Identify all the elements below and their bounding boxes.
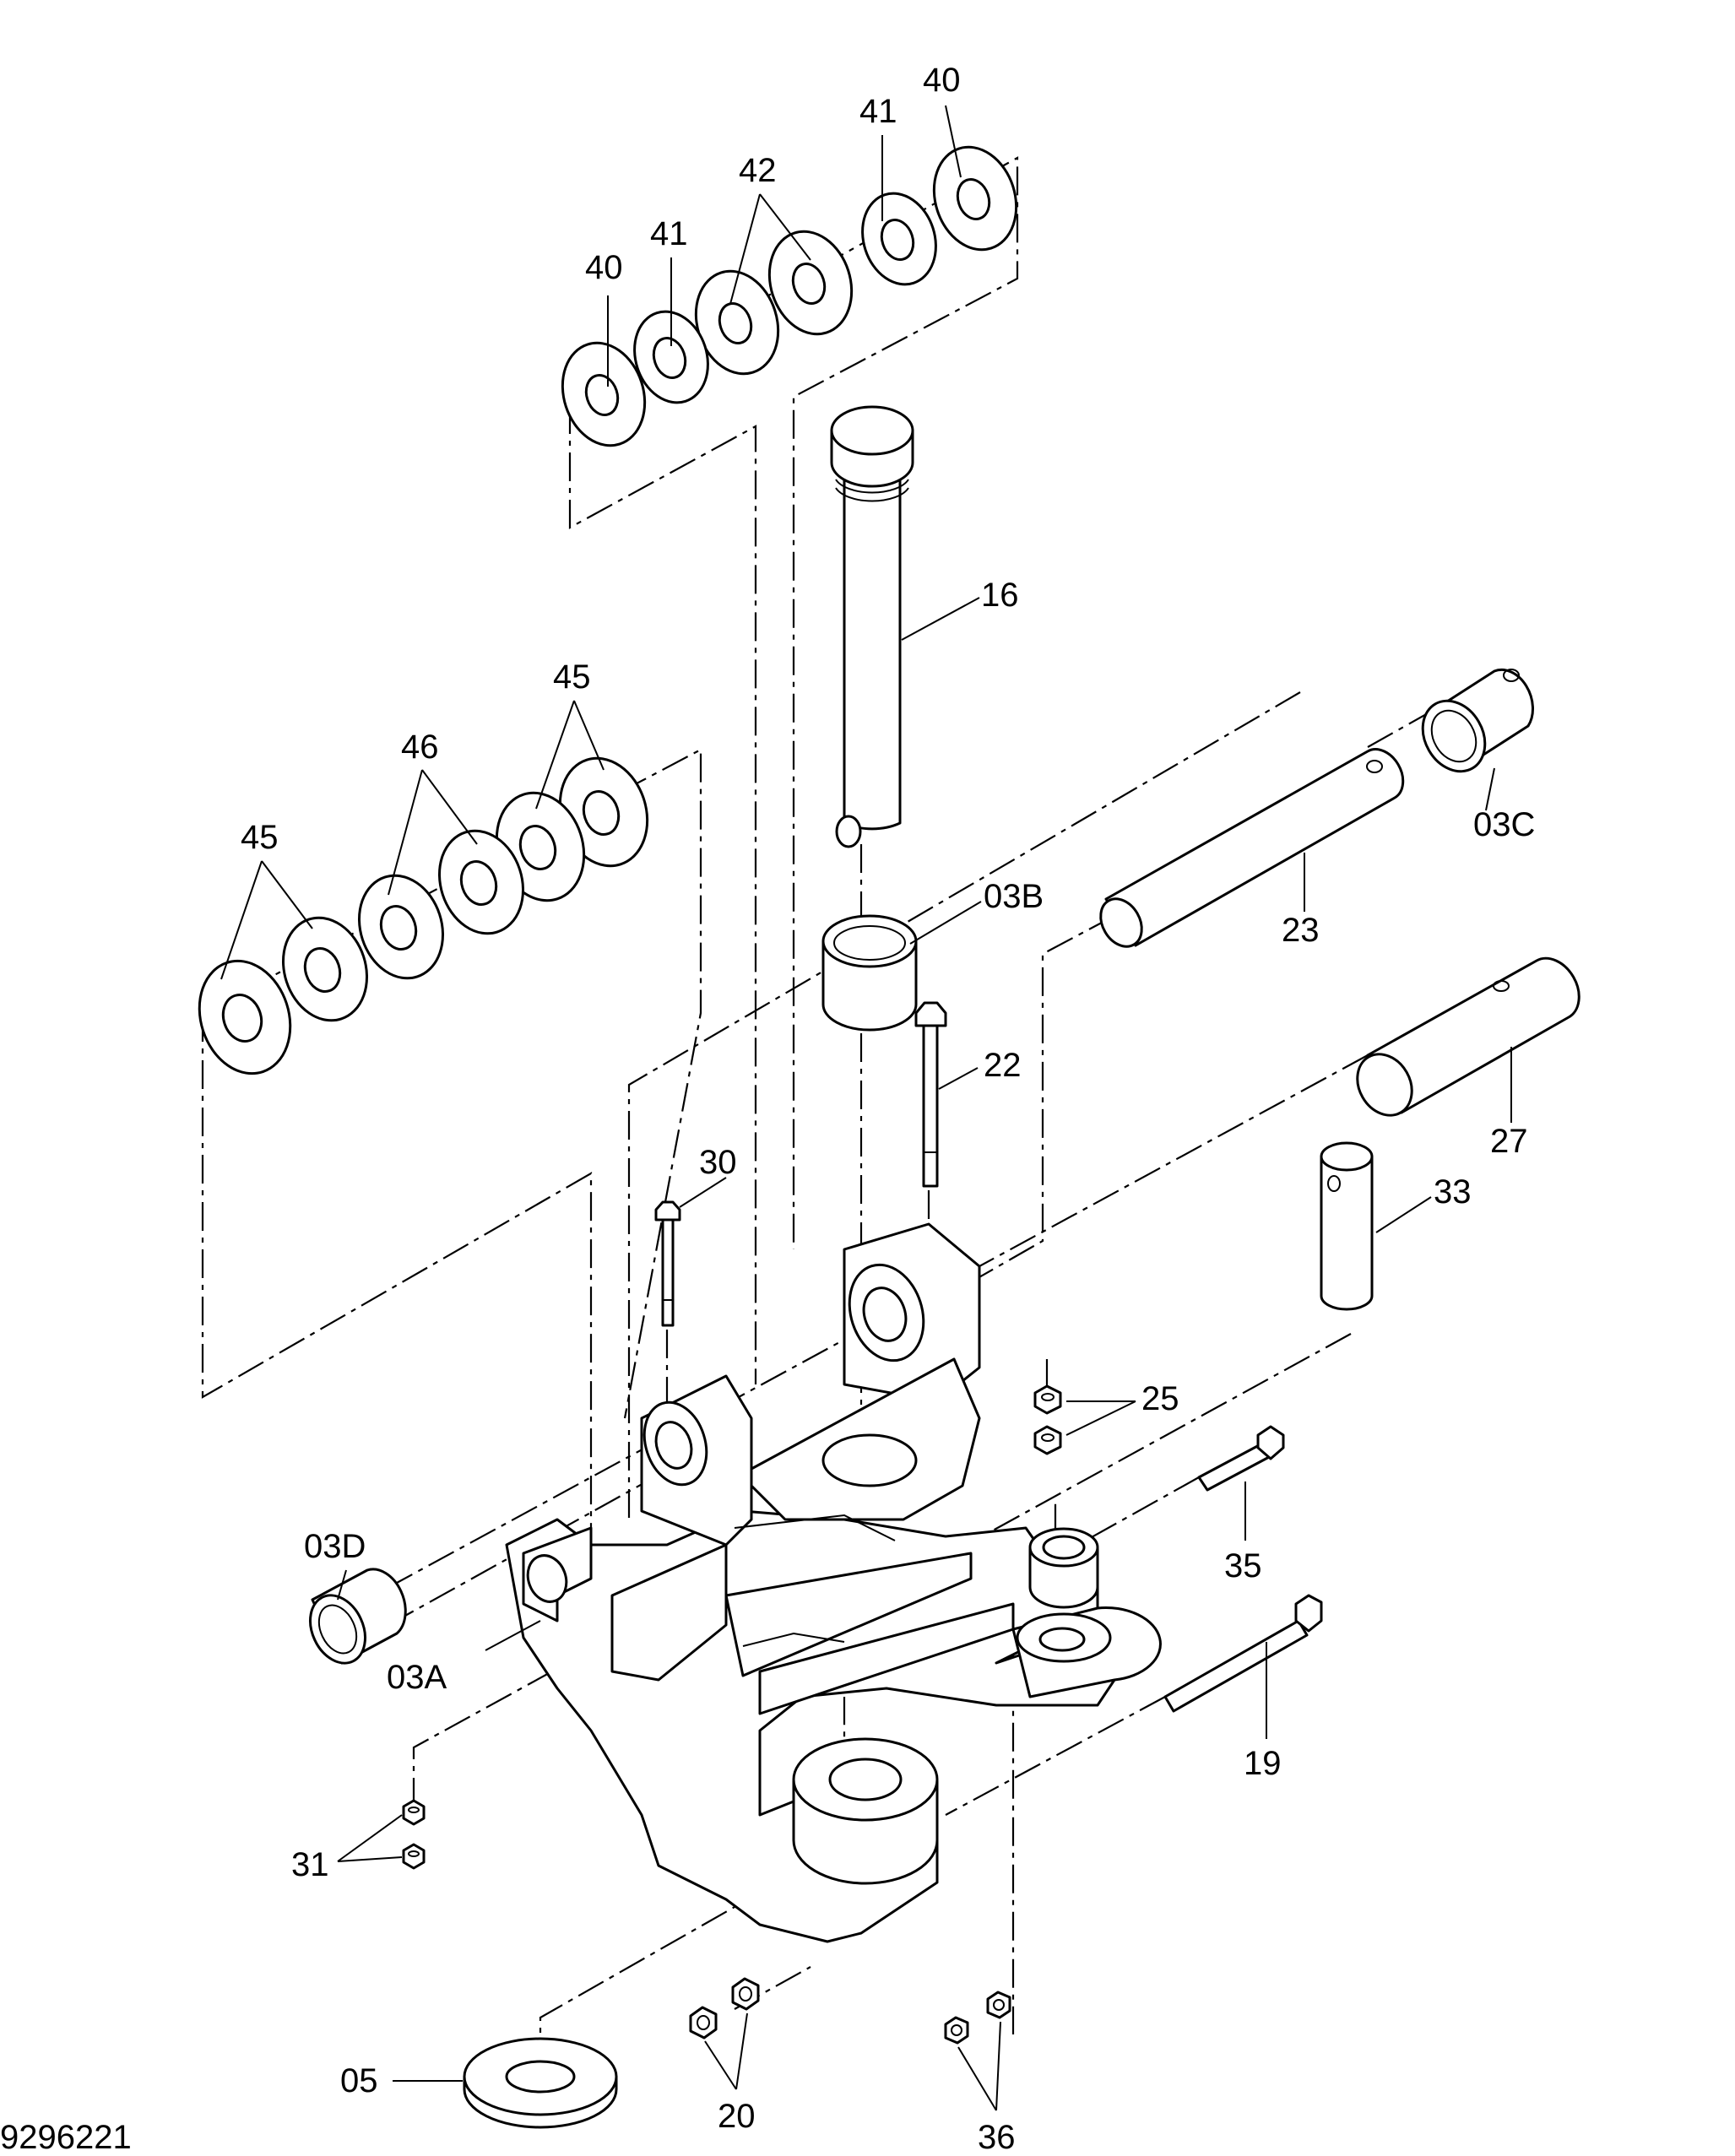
bolt-35 [1197, 1425, 1285, 1492]
callout-03a: 03A [387, 1659, 447, 1696]
bolt-19 [1163, 1594, 1323, 1713]
washer-42-right [767, 230, 854, 336]
nut-31-lower [402, 1843, 426, 1870]
callout-35: 35 [1224, 1547, 1262, 1584]
bolt-22 [914, 1001, 947, 1188]
callout-23: 23 [1282, 912, 1320, 949]
washer-41-upper-left [633, 310, 709, 404]
callout-41-upper-right: 41 [859, 93, 897, 130]
swing-bracket-03a [505, 1222, 1163, 1943]
nut-36-left [944, 2016, 969, 2045]
callout-45-left: 45 [241, 819, 279, 856]
nut-25-lower [1033, 1425, 1062, 1455]
callout-45-right: 45 [553, 658, 591, 696]
callout-22: 22 [984, 1047, 1022, 1084]
washer-40-upper-right [932, 145, 1018, 252]
nut-36-right [986, 1991, 1011, 2019]
nuts-20 [689, 1977, 760, 2040]
nut-20-right [731, 1977, 760, 2011]
callout-40-upper-right: 40 [923, 62, 961, 99]
callout-31: 31 [291, 1846, 329, 1883]
bolt-30 [654, 1200, 681, 1327]
callout-05: 05 [340, 2062, 378, 2099]
pin-33 [1320, 1141, 1374, 1311]
washer-05 [463, 2037, 618, 2129]
callout-03c: 03C [1473, 806, 1535, 843]
nuts-36 [944, 1991, 1011, 2045]
washer-41-upper-right [861, 192, 937, 286]
callout-46: 46 [401, 729, 439, 766]
sleeve-03b [821, 914, 918, 1032]
washer-45-left-b [281, 916, 369, 1022]
washer-46-left [357, 874, 445, 980]
callout-27: 27 [1490, 1123, 1528, 1160]
pin-16 [830, 405, 914, 848]
callout-36: 36 [978, 2119, 1016, 2156]
leader-lines [220, 105, 1512, 2111]
washer-42-left [694, 269, 780, 376]
callout-20: 20 [718, 2098, 756, 2135]
callout-16: 16 [981, 577, 1019, 614]
nuts-31 [402, 1799, 426, 1870]
lower-washer-stack [198, 756, 649, 1075]
sleeve-03c [1421, 668, 1534, 773]
callout-labels: 40 41 42 41 40 16 45 46 45 03B 03C 23 22… [241, 62, 1535, 2156]
drawing-number: 9296221 [0, 2119, 132, 2156]
nut-25-upper [1033, 1384, 1062, 1415]
pin-27 [1356, 956, 1580, 1117]
callout-03b: 03B [984, 878, 1044, 915]
nut-31-upper [402, 1799, 426, 1826]
callout-42: 42 [739, 152, 777, 189]
washer-40-upper-left [561, 341, 647, 447]
upper-washer-stack [561, 145, 1018, 447]
callout-33: 33 [1434, 1173, 1472, 1211]
nuts-25 [1033, 1384, 1062, 1455]
pin-23 [1099, 748, 1405, 948]
callout-25: 25 [1141, 1380, 1179, 1417]
callout-03d: 03D [304, 1528, 366, 1565]
sleeve-03d [309, 1568, 407, 1665]
washer-46-right [437, 829, 525, 935]
callout-30: 30 [699, 1144, 737, 1181]
callout-19: 19 [1244, 1745, 1282, 1782]
callout-41-upper-left: 41 [650, 215, 688, 252]
washer-45-left-a [198, 959, 292, 1075]
nut-20-left [689, 2006, 718, 2040]
callout-40-upper-left: 40 [585, 249, 623, 286]
